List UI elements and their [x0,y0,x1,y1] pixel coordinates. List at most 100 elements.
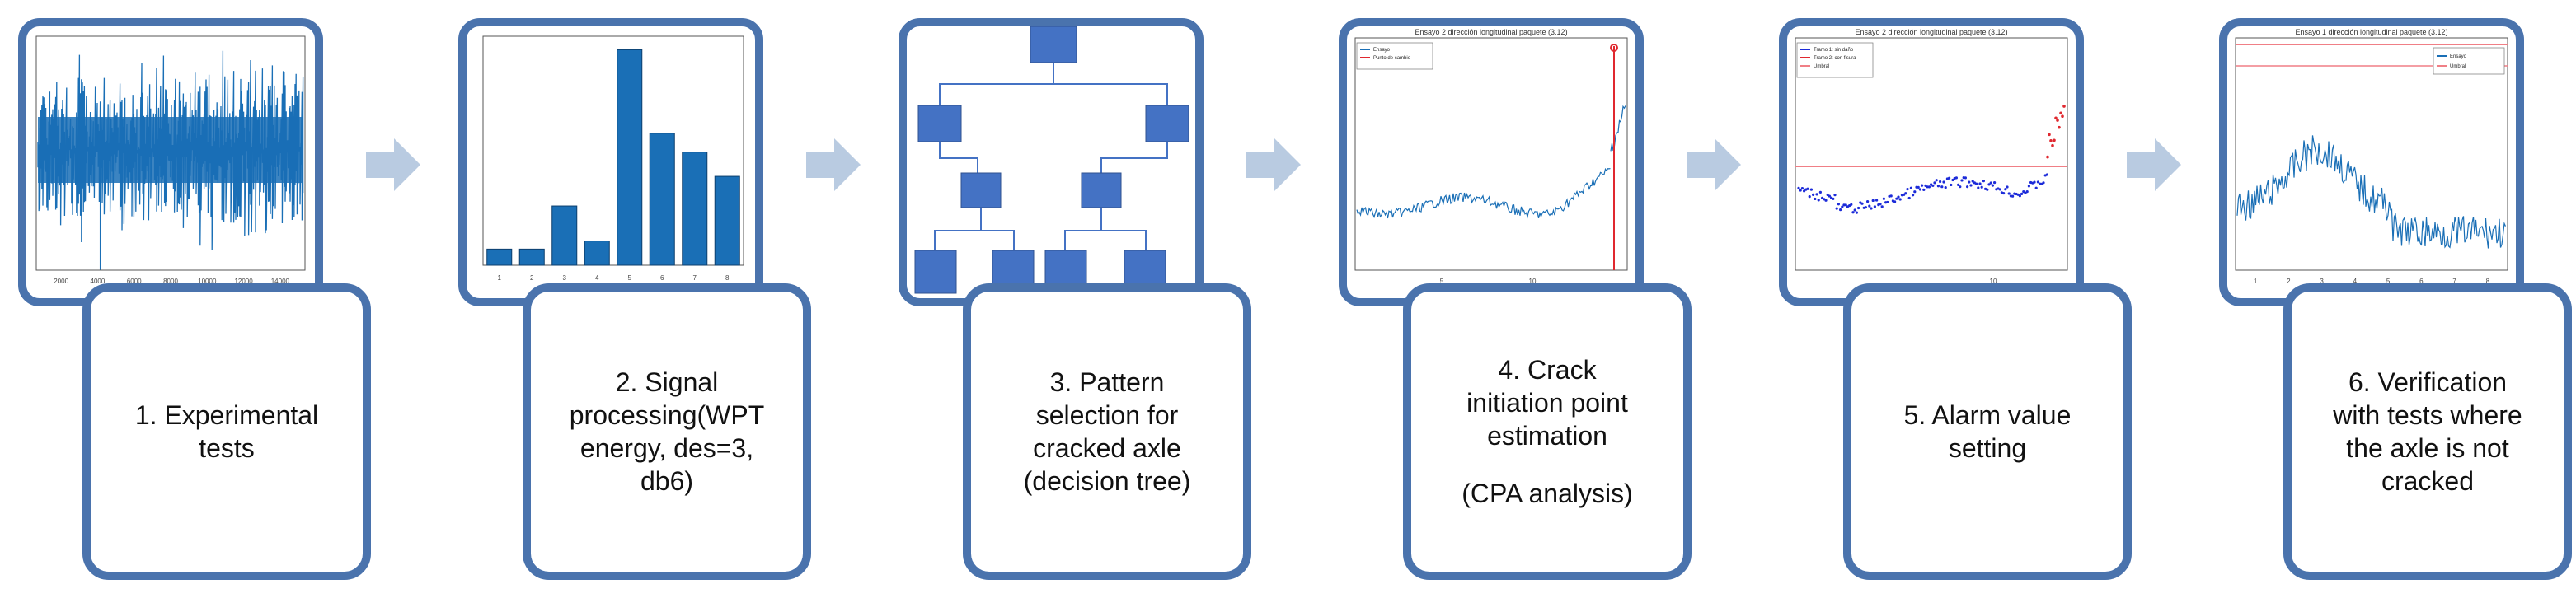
legend-label: Umbral [1814,64,1829,69]
legend-box [2433,47,2505,75]
sample-point [1913,190,1917,194]
legend-label: Punto de cambio [1373,56,1411,61]
sample-point [1987,183,1991,186]
x-tick-label: 7 [693,274,697,282]
sample-point [2002,191,2006,195]
bar [518,248,545,266]
sample-point [1803,189,1806,193]
sample-point [1959,185,1962,189]
x-tick-label: 2 [530,274,534,282]
sample-point [1982,180,1985,183]
sample-point [1933,181,1936,185]
sample-point [2020,192,2024,195]
sample-point [1935,179,1938,182]
x-tick-label: 6000 [127,278,142,285]
step-pattern-selection: 3. Pattern selection for cracked axle (d… [899,0,1261,598]
step-alarm-value: Ensayo 2 dirección longitudinal paquete … [1779,0,2142,598]
bar [617,49,643,266]
sample-point [1853,208,1856,212]
x-tick-label: 4000 [91,278,106,285]
tree-node [917,105,962,142]
sample-point [1808,195,1811,199]
step-card: 4. Crack initiation point estimation (CP… [1403,283,1692,580]
sample-point [2004,188,2007,191]
tree-node [960,172,1002,208]
bar [649,133,675,266]
sample-point [1927,185,1931,189]
legend-label: Umbral [2450,64,2466,69]
sample-point [2045,173,2048,176]
plot-title: Ensayo 2 dirección longitudinal paquete … [1415,28,1567,36]
step-card: 3. Pattern selection for cracked axle (d… [963,283,1251,580]
crack-point [2054,116,2058,120]
step-card: 1. Experimental tests [82,283,371,580]
sample-point [1812,193,1815,196]
step-crack-initiation: Ensayo 2 dirección longitudinal paquete … [1339,0,1701,598]
sample-point [1837,203,1840,206]
sample-point [1944,186,1947,189]
plot-title: Ensayo 1 dirección longitudinal paquete … [2295,28,2447,36]
sample-point [1835,207,1838,210]
x-tick-label: 6 [2419,278,2424,285]
sample-point [1809,188,1813,191]
x-tick-label: 12000 [234,278,253,285]
bar [584,241,610,266]
step-label: 4. Crack initiation point estimation [1466,355,1628,451]
step-card: 6. Verification with tests where the axl… [2283,283,2572,580]
sample-point [2034,186,2038,189]
change-point-marker [1610,44,1618,52]
x-tick-label: 1 [498,274,502,282]
x-tick-label: 14000 [271,278,290,285]
verification-plot: Ensayo 1 dirección longitudinal paquete … [2235,28,2508,285]
sample-point [2042,181,2045,185]
sample-point [2033,180,2036,184]
tree-node [914,250,957,294]
plot-title: Ensayo 2 dirección longitudinal paquete … [1855,28,2007,36]
legend-label: Ensayo [1373,48,1391,53]
bar [714,175,740,266]
sample-point [1799,189,1802,192]
sample-point [1800,186,1804,190]
x-tick-label: 8 [725,274,730,282]
step-card: 5. Alarm value setting [1843,283,2132,580]
x-tick-label: 8000 [163,278,178,285]
tree-edge [1053,83,1168,105]
crack-point [2053,138,2056,142]
sample-point [2006,185,2009,189]
sample-point [1839,208,1842,212]
sample-point [1909,186,1912,189]
sample-point [1893,200,1897,203]
sample-point [1939,180,1942,184]
sample-point [1969,184,1973,187]
sample-point [1936,185,1940,188]
sample-point [1918,188,1921,191]
crack-point [2048,133,2051,137]
sample-point [1998,188,2001,191]
legend-label: Ensayo [2450,54,2467,59]
sample-point [1882,197,1885,200]
sample-point [1817,199,1820,202]
alarm-plot: Ensayo 2 dirección longitudinal paquete … [1795,28,2068,285]
sample-point [1806,187,1809,190]
x-tick-label: 5 [2386,278,2391,285]
crack-point [2049,139,2053,142]
bar [551,205,578,266]
axes-frame [35,35,306,271]
cpa-plot: Ensayo 2 dirección longitudinal paquete … [1354,28,1628,285]
step-subtext: (CPA analysis) [1462,479,1633,508]
sample-point [1980,185,1983,189]
crack-point [2058,125,2061,129]
sample-point [1977,186,1980,189]
bar [486,248,513,266]
sample-point [1921,184,1924,187]
sample-point [1870,207,1873,210]
sample-point [1818,190,1822,194]
x-tick-label: 6 [660,274,664,282]
signal-trace [2236,135,2507,249]
sample-point [1879,203,1882,206]
sample-point [1991,184,1994,187]
step-label: 1. Experimental tests [134,400,319,463]
